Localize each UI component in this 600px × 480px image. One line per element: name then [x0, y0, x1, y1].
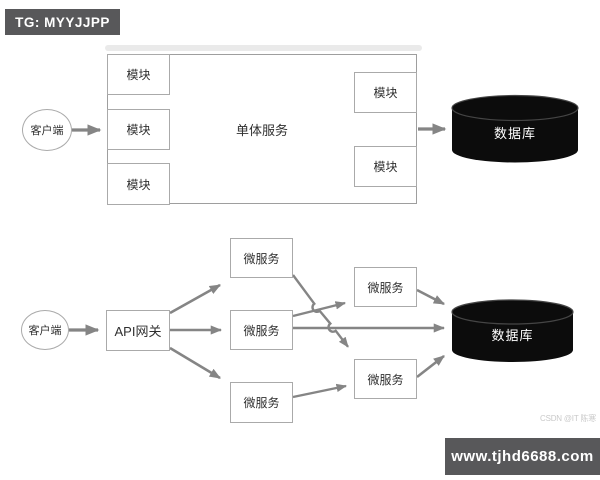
- header-tag-label: TG: MYYJJPP: [15, 14, 110, 30]
- module-node-right-bottom: 模块: [354, 146, 417, 187]
- micro-database-label: 数据库: [491, 327, 534, 343]
- micro-client-node: 客户端: [21, 310, 69, 350]
- api-gateway-label: API网关: [114, 324, 162, 339]
- arrow-ms-col2-bottom-to-database: [416, 354, 445, 379]
- csdn-watermark: CSDN @IT 陈寒: [540, 414, 596, 423]
- monolith-client-label: 客户端: [30, 125, 64, 137]
- module-node-right-top: 模块: [354, 72, 417, 113]
- module-label: 模块: [373, 160, 398, 174]
- arrow-gateway-to-ms-top: [169, 283, 221, 315]
- module-node-left-top: 模块: [107, 54, 170, 95]
- arrow-ms-middle-to-ms-col2-top: [292, 301, 347, 318]
- database-cylinder-monolith: [451, 94, 579, 163]
- module-label: 模块: [126, 177, 151, 192]
- module-label: 模块: [373, 86, 398, 100]
- api-gateway-node: API网关: [106, 310, 170, 351]
- monolith-service-node: 单体服务 模块 模块 模块 模块 模块: [107, 54, 417, 205]
- monolith-database-label: 数据库: [493, 125, 536, 141]
- microservice-label: 微服务: [243, 323, 280, 338]
- arrow-ms-col2-top-to-database: [416, 288, 446, 306]
- micro-client-label: 客户端: [28, 325, 62, 337]
- monolith-database-label-wrap: 数据库: [452, 96, 578, 162]
- footer-site-label: www.tjhd6688.com: [451, 448, 594, 465]
- microservice-node-col1-bottom: 微服务: [230, 382, 293, 423]
- database-cylinder-microservice: [451, 299, 574, 362]
- microservice-label: 微服务: [367, 372, 404, 387]
- cropped-header-strip: [105, 45, 422, 51]
- microservice-node-col2-top: 微服务: [354, 267, 417, 307]
- arrow-gateway-to-ms-bottom: [169, 346, 221, 380]
- module-label: 模块: [126, 123, 151, 137]
- microservice-node-col1-top: 微服务: [230, 238, 293, 278]
- module-label: 模块: [126, 68, 151, 82]
- microservice-node-col2-bottom: 微服务: [354, 359, 417, 399]
- arrow-ms-bottom-to-ms-col2-bottom: [292, 383, 348, 399]
- arrow-ms-top-to-ms-col2-bottom: [292, 274, 349, 348]
- microservice-label: 微服务: [243, 396, 280, 410]
- monolith-service-label: 单体服务: [235, 122, 288, 138]
- header-tag-banner: TG: MYYJJPP: [5, 9, 120, 35]
- module-node-left-bottom: 模块: [107, 163, 170, 205]
- footer-site-banner: www.tjhd6688.com: [445, 438, 600, 475]
- micro-database-label-wrap: 数据库: [452, 300, 573, 362]
- microservice-label: 微服务: [243, 251, 280, 266]
- module-node-left-middle: 模块: [107, 109, 170, 150]
- monolith-client-node: 客户端: [22, 109, 72, 151]
- microservice-label: 微服务: [367, 280, 404, 295]
- microservice-node-col1-middle: 微服务: [230, 310, 293, 350]
